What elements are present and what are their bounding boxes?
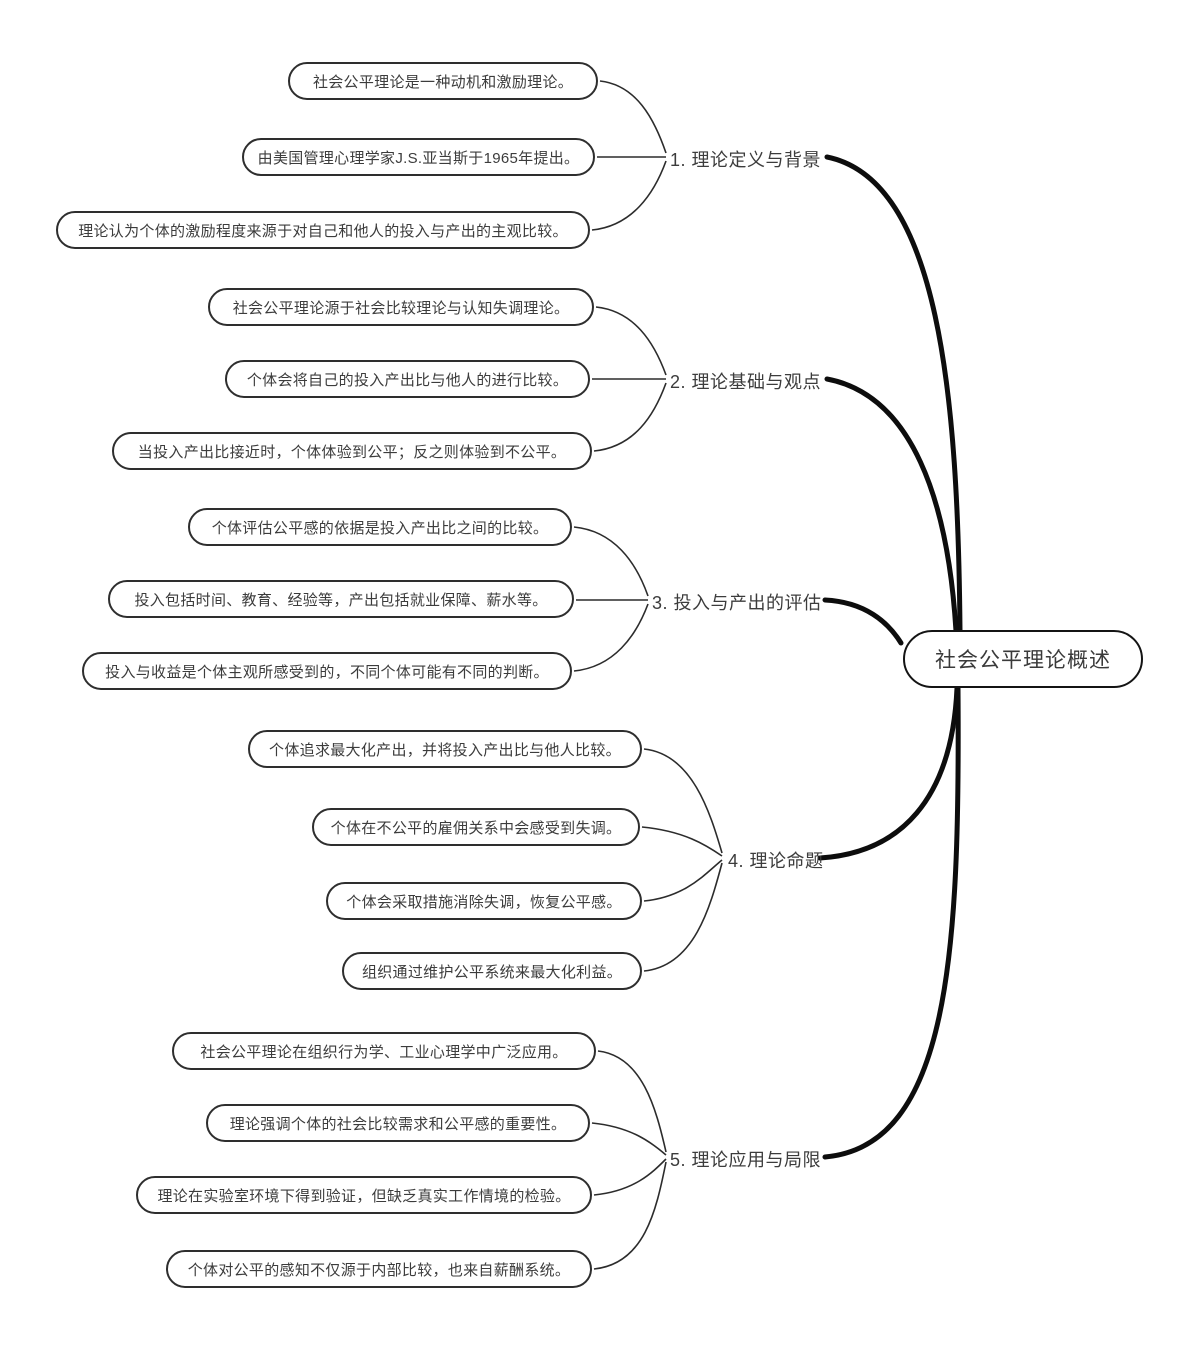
branch-5-leaf-4-connector	[593, 1161, 667, 1270]
branch-label-1[interactable]: 1. 理论定义与背景	[670, 150, 822, 170]
branch-3-root-connector	[822, 597, 904, 646]
leaf-node[interactable]: 个体会采取措施消除失调，恢复公平感。	[326, 882, 642, 920]
branch-2-root-connector	[824, 376, 959, 634]
leaf-node[interactable]: 当投入产出比接近时，个体体验到公平；反之则体验到不公平。	[112, 432, 592, 470]
branch-4-leaf-4-connector	[643, 862, 723, 972]
leaf-node[interactable]: 理论强调个体的社会比较需求和公平感的重要性。	[206, 1104, 590, 1142]
branch-5-leaf-3-connector	[593, 1158, 667, 1196]
branch-1-leaf-1-connector	[599, 80, 667, 154]
branch-1-leaf-3-connector	[591, 160, 667, 231]
branch-label-2[interactable]: 2. 理论基础与观点	[670, 372, 822, 392]
branch-5-root-connector	[822, 685, 961, 1160]
leaf-node[interactable]: 投入包括时间、教育、经验等，产出包括就业保障、薪水等。	[108, 580, 574, 618]
branch-2-leaf-3-connector	[593, 382, 667, 452]
branch-4-leaf-1-connector	[643, 748, 723, 854]
leaf-node[interactable]: 投入与收益是个体主观所感受到的，不同个体可能有不同的判断。	[82, 652, 572, 690]
leaf-node[interactable]: 组织通过维护公平系统来最大化利益。	[342, 952, 642, 990]
leaf-node[interactable]: 个体追求最大化产出，并将投入产出比与他人比较。	[248, 730, 642, 768]
leaf-node[interactable]: 社会公平理论在组织行为学、工业心理学中广泛应用。	[172, 1032, 596, 1070]
leaf-node[interactable]: 理论认为个体的激励程度来源于对自己和他人的投入与产出的主观比较。	[56, 211, 590, 249]
branch-4-leaf-3-connector	[643, 859, 723, 902]
branch-label-3[interactable]: 3. 投入与产出的评估	[652, 593, 822, 613]
root-node[interactable]: 社会公平理论概述	[903, 630, 1143, 688]
branch-4-root-connector	[817, 685, 960, 861]
leaf-node[interactable]: 由美国管理心理学家J.S.亚当斯于1965年提出。	[242, 138, 595, 176]
branch-3-leaf-3-connector	[573, 603, 649, 672]
branch-label-5[interactable]: 5. 理论应用与局限	[670, 1150, 822, 1170]
leaf-node[interactable]: 社会公平理论是一种动机和激励理论。	[288, 62, 598, 100]
branch-1-root-connector	[824, 154, 963, 634]
leaf-node[interactable]: 个体会将自己的投入产出比与他人的进行比较。	[225, 360, 590, 398]
branch-label-4[interactable]: 4. 理论命题	[728, 851, 824, 871]
branch-5-leaf-1-connector	[597, 1050, 667, 1153]
leaf-node[interactable]: 理论在实验室环境下得到验证，但缺乏真实工作情境的检验。	[136, 1176, 592, 1214]
branch-2-leaf-1-connector	[595, 306, 667, 376]
leaf-node[interactable]: 社会公平理论源于社会比较理论与认知失调理论。	[208, 288, 594, 326]
leaf-node[interactable]: 个体对公平的感知不仅源于内部比较，也来自薪酬系统。	[166, 1250, 592, 1288]
branch-3-leaf-1-connector	[573, 526, 649, 597]
leaf-node[interactable]: 个体在不公平的雇佣关系中会感受到失调。	[312, 808, 640, 846]
leaf-node[interactable]: 个体评估公平感的依据是投入产出比之间的比较。	[188, 508, 572, 546]
branch-4-leaf-2-connector	[641, 826, 723, 857]
branch-5-leaf-2-connector	[591, 1122, 667, 1156]
